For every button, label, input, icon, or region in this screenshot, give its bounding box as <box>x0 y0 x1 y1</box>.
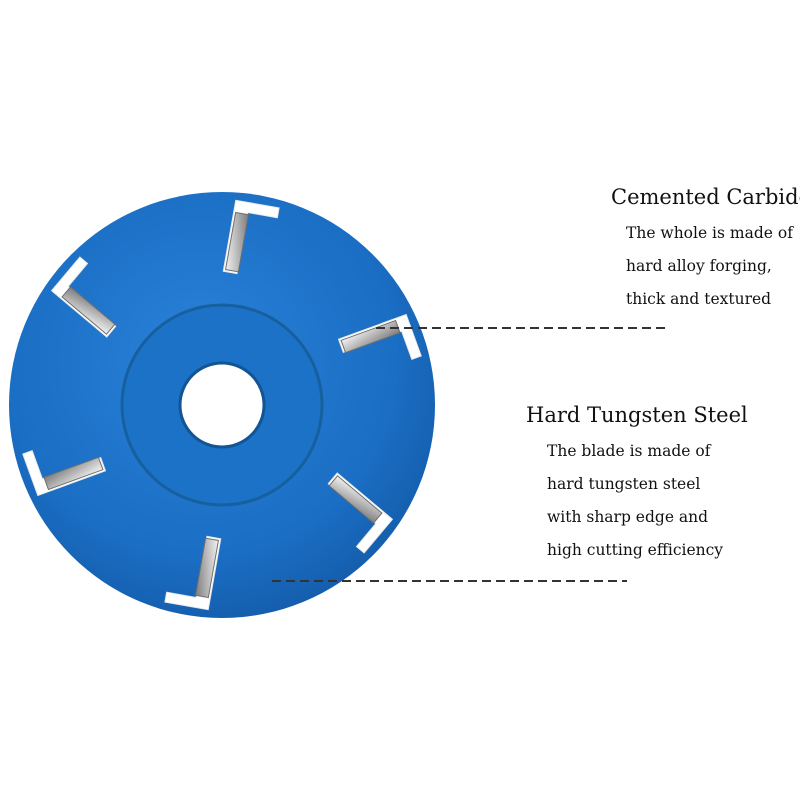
hard-tungsten-steel-callout: Hard Tungsten Steel The blade is made of… <box>526 403 748 567</box>
carbide-blade <box>337 313 422 360</box>
callout-title: Cemented Carbide <box>611 185 800 209</box>
carbide-blade <box>50 256 117 338</box>
callout-title: Hard Tungsten Steel <box>526 403 748 427</box>
carbide-blade <box>164 535 222 611</box>
callout-line: thick and textured <box>626 290 772 308</box>
carbide-blade <box>222 199 280 275</box>
center-hole <box>178 361 266 449</box>
carbide-blade <box>327 472 394 554</box>
callout-line: high cutting efficiency <box>547 541 724 559</box>
carbide-blade <box>22 450 107 497</box>
callout-line: The whole is made of <box>626 224 793 242</box>
callout-line: The blade is made of <box>547 442 711 460</box>
callout-line: with sharp edge and <box>547 508 709 526</box>
callout-line: hard alloy forging, <box>626 257 772 275</box>
callout-line: hard tungsten steel <box>547 475 701 493</box>
cemented-carbide-callout: Cemented Carbide The whole is made of ha… <box>611 185 800 316</box>
